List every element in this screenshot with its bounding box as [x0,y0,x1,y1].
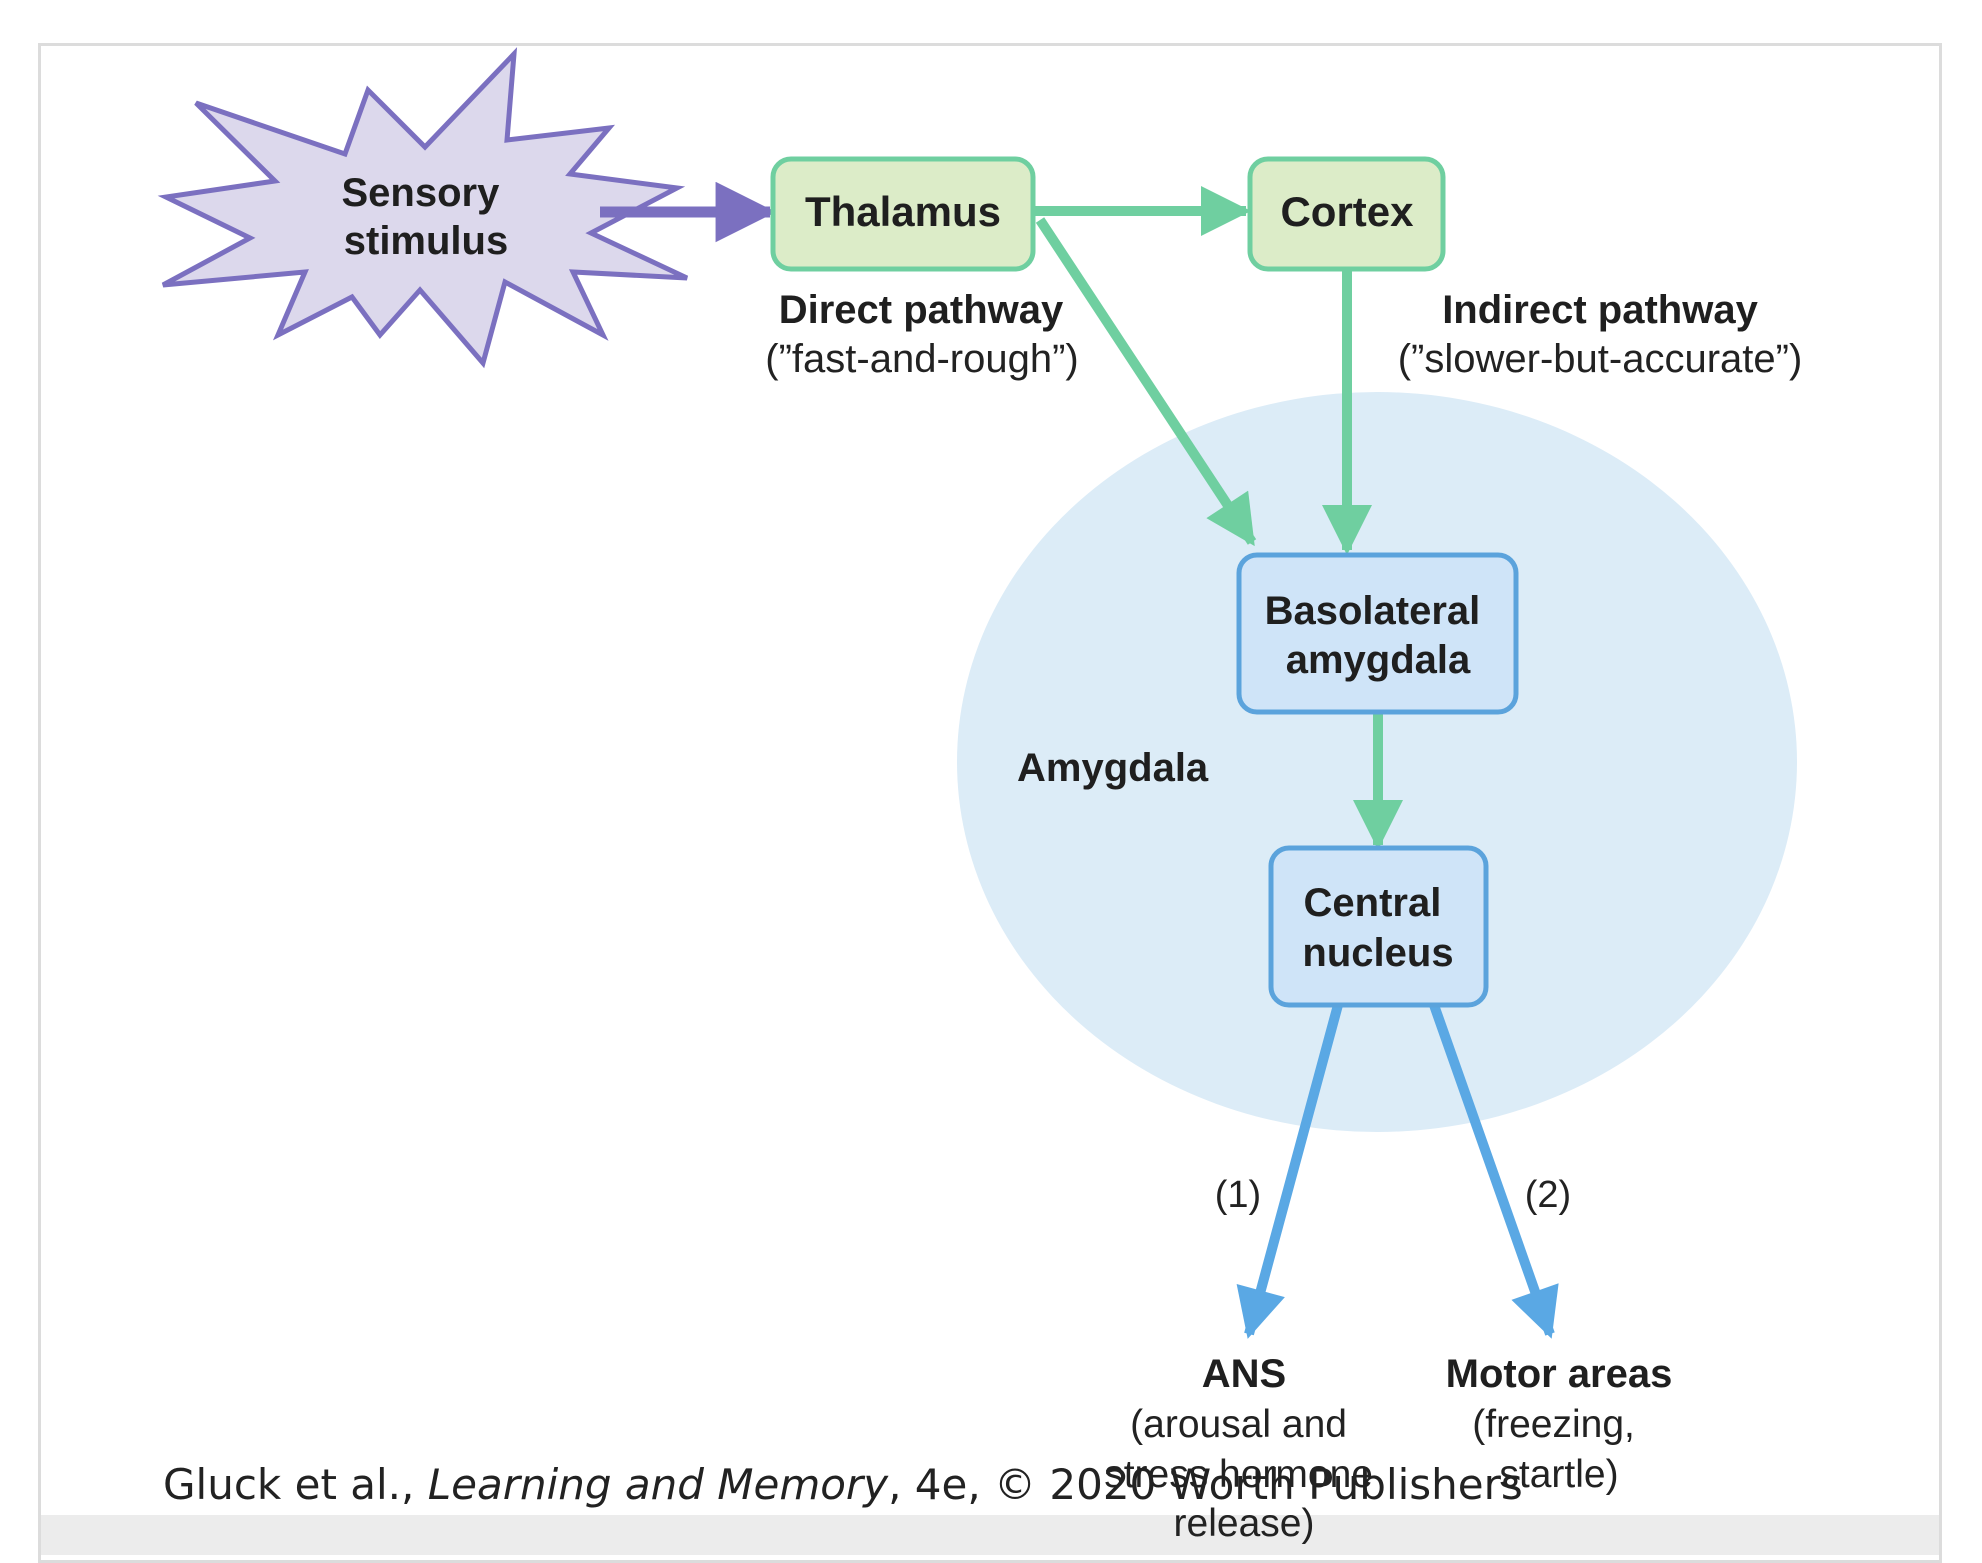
arrow-central-to-motor [1429,1003,1559,1339]
arrow-direct-pathway [1035,217,1257,547]
cortex-label: Cortex [1280,188,1414,235]
sensory-stimulus-starburst [157,47,689,369]
figure-caption: Gluck et al., Learning and Memory, 4e, ©… [163,1460,1523,1509]
thalamus-label: Thalamus [805,188,1001,235]
central-nucleus-label: Central nucleus [1302,881,1453,975]
basolateral-line-1: Basolateral [1265,589,1481,633]
ans-description: (arousal and stress hormone release) [1104,1403,1384,1545]
basolateral-line-2: amygdala [1286,638,1471,682]
motor-output-number: (2) [1525,1174,1571,1216]
ans-title: ANS [1202,1352,1286,1396]
central-line-2: nucleus [1302,931,1453,975]
motor-areas-description: (freezing, startle) [1472,1403,1645,1496]
basolateral-amygdala-box [1236,552,1519,715]
thalamus-box [770,156,1036,272]
cortex-box [1247,156,1446,272]
caption-authors: Gluck et al., [163,1460,428,1509]
ans-output-number: (1) [1215,1174,1261,1216]
amygdala-region-label: Amygdala [1017,746,1209,790]
sensory-line-1: Sensory [342,171,501,215]
direct-pathway-subtitle: (”fast-and-rough”) [765,337,1078,381]
motor-areas-title: Motor areas [1446,1352,1673,1396]
sensory-line-2: stimulus [344,219,508,263]
ans-line-1: (arousal and [1130,1403,1347,1446]
motor-line-2: startle) [1499,1453,1618,1496]
caption-edition-publisher: , 4e, © 2020 Worth Publishers [888,1460,1523,1509]
ans-line-2: stress hormone [1104,1453,1373,1496]
sensory-stimulus-label: Sensory stimulus [342,171,511,263]
caption-book-title: Learning and Memory [428,1460,889,1509]
direct-pathway-title: Direct pathway [779,288,1064,332]
central-nucleus-box [1268,845,1489,1008]
arrow-central-to-ans [1236,1003,1343,1339]
ans-line-3: release) [1174,1502,1315,1545]
indirect-pathway-subtitle: (”slower-but-accurate”) [1398,337,1803,381]
basolateral-amygdala-label: Basolateral amygdala [1265,589,1492,682]
motor-line-1: (freezing, [1472,1403,1635,1446]
indirect-pathway-title: Indirect pathway [1442,288,1758,332]
central-line-1: Central [1304,881,1442,925]
